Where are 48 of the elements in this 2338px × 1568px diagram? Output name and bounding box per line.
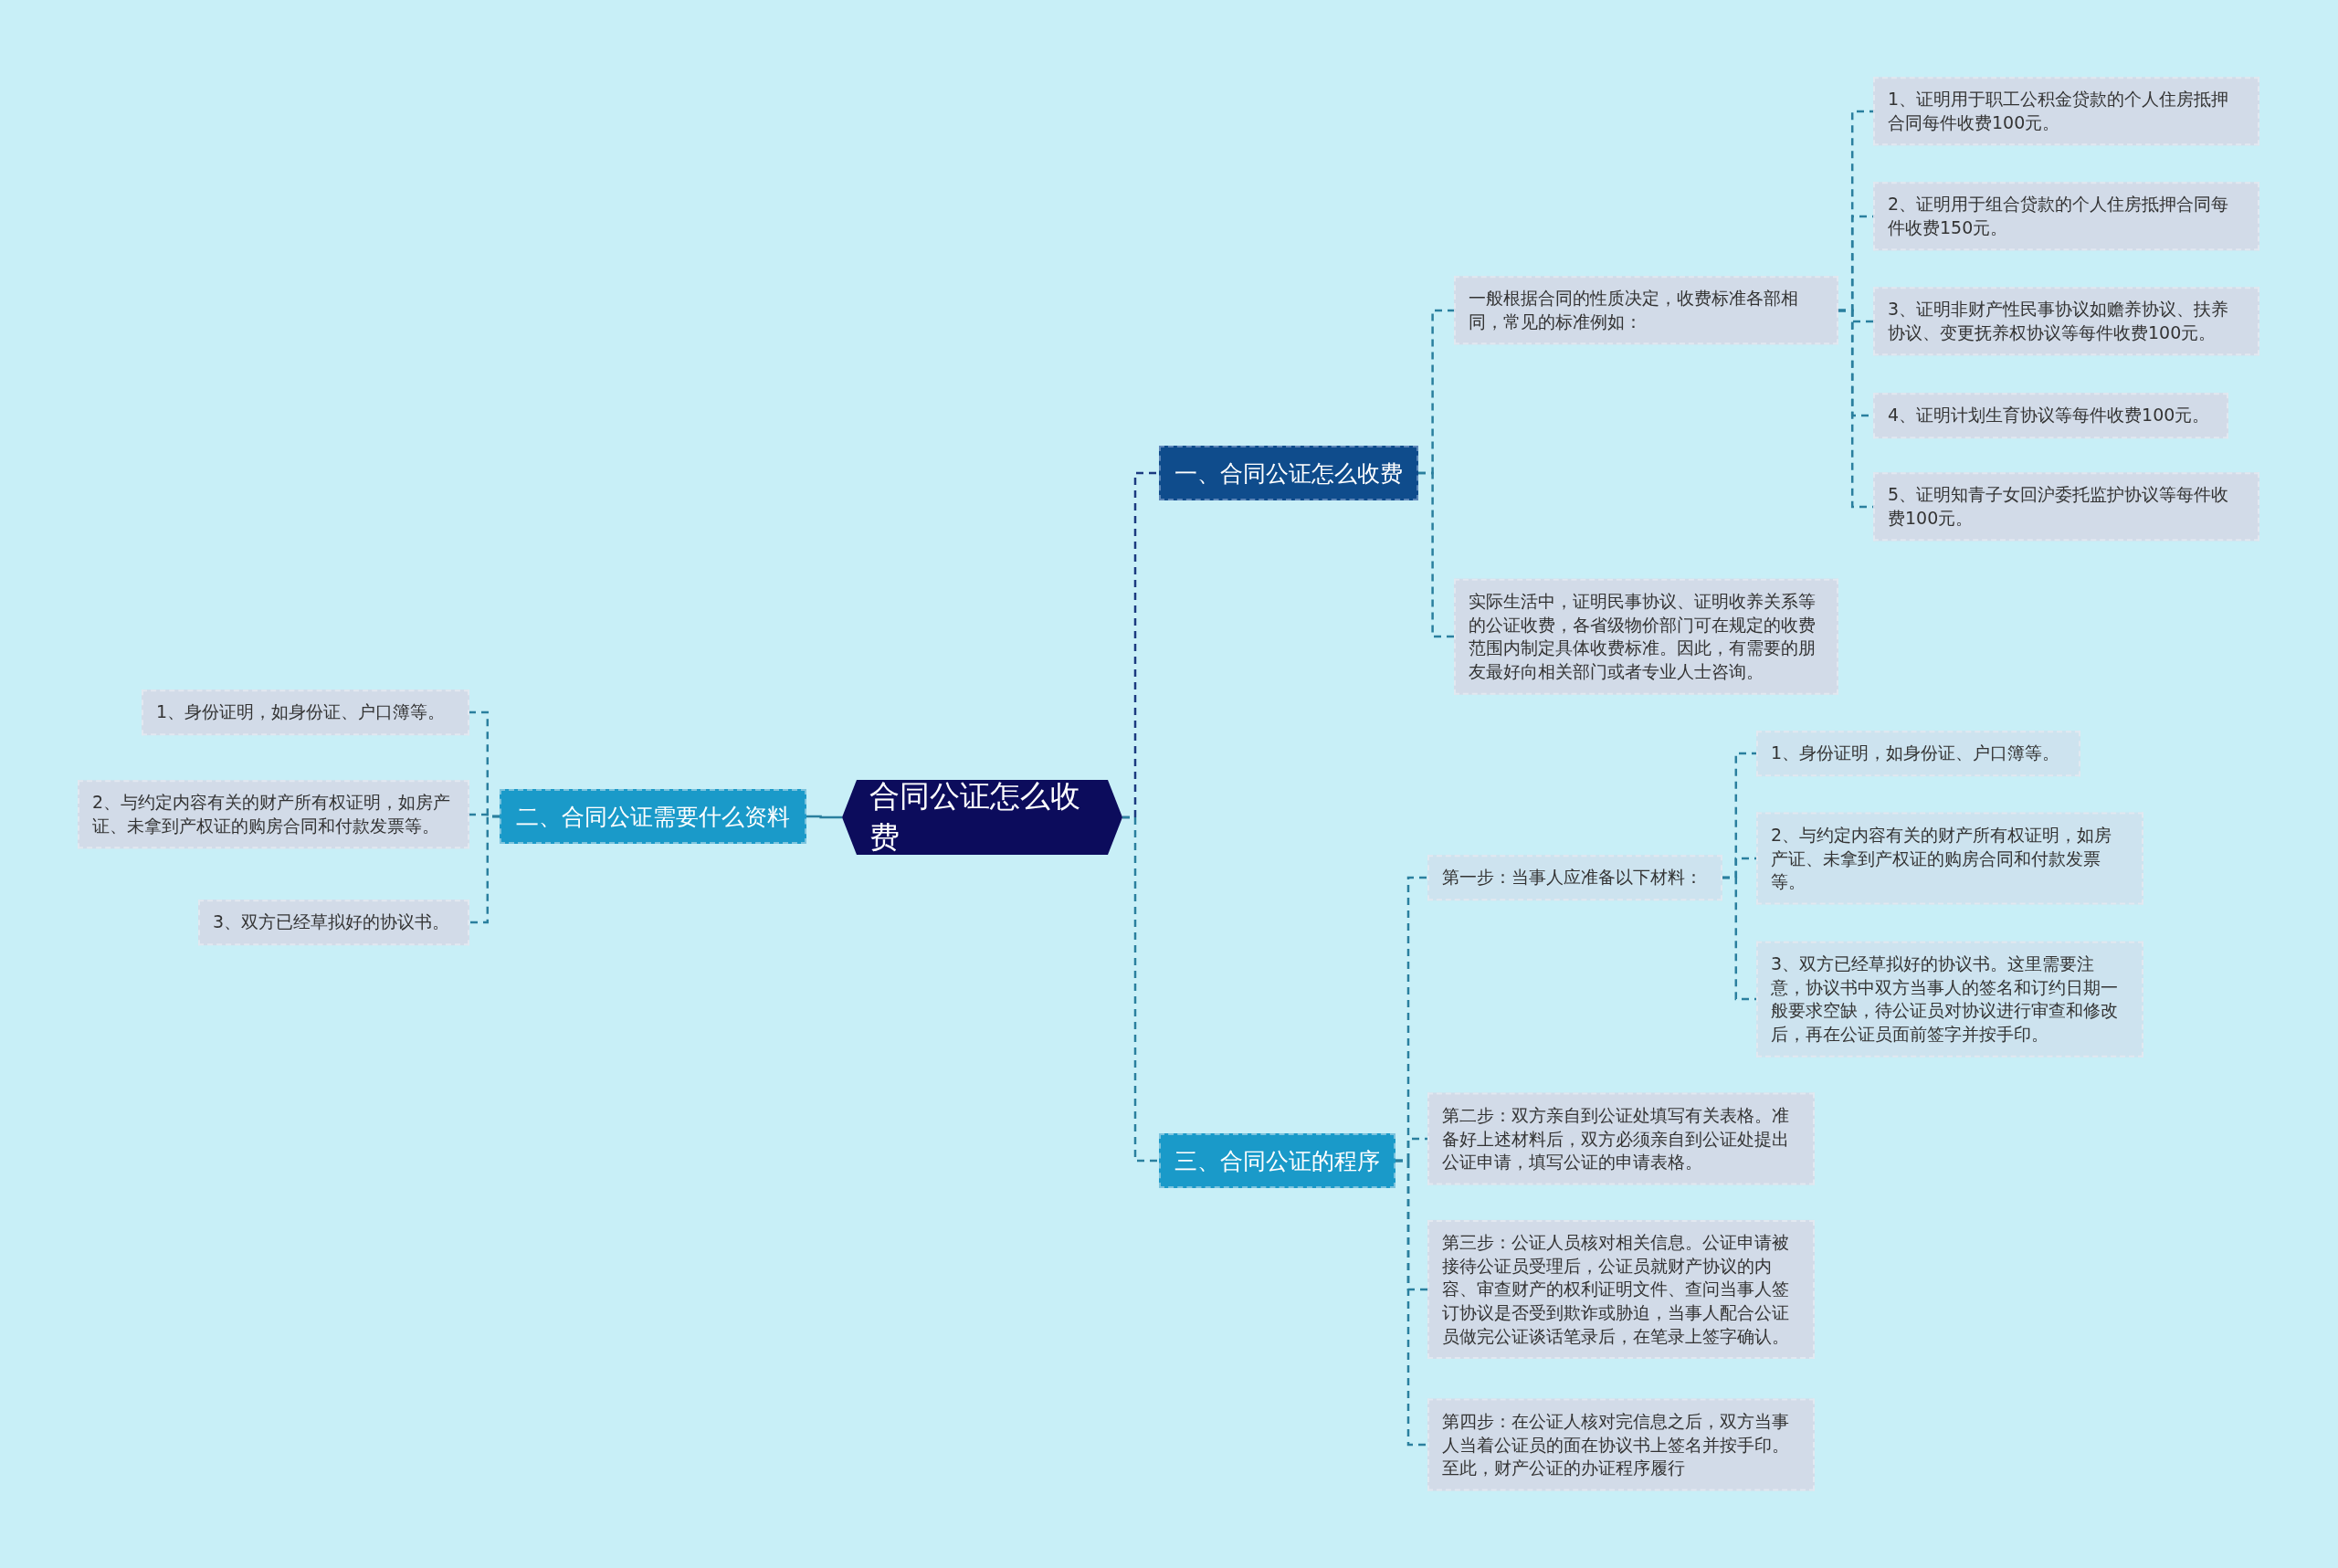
topic-text: 二、合同公证需要什么资料 <box>516 802 790 832</box>
topic-text: 2、与约定内容有关的财产所有权证明，如房产证、未拿到产权证的购房合同和付款发票等。 <box>1771 823 2113 893</box>
subtopic-box <box>1454 276 1838 345</box>
topic-text: 第三步：公证人员核对相关信息。公证申请被接待公证员受理后，公证员就财产协议的内容、审查财产的权利证明文件、查问当事人签订协议是否受到欺诈或胁迫，当事人配合公证员做完公证谈话笔录后，在笔录上签字确认。 <box>1442 1230 1790 1348</box>
branch-topic <box>1159 1133 1395 1188</box>
topic-text: 3、证明非财产性民事协议如赡养协议、扶养协议、变更抚养权协议等每件收费100元。 <box>1888 298 2230 344</box>
subtopic-box <box>78 780 469 849</box>
topic-text: 实际生活中，证明民事协议、证明收养关系等的公证收费，各省级物价部门可在规定的收费范围内制定具体收费标准。因此，有需要的朋友最好向相关部门或者专业人士咨询。 <box>1469 589 1817 683</box>
topic-text: 第四步：在公证人核对完信息之后，双方当事人当着公证员的面在协议书上签名并按手印。至此，财产公证的办证程序履行 <box>1442 1409 1790 1479</box>
topic-text: 1、身份证明，如身份证、户口簿等。 <box>1771 742 2060 765</box>
topic-text: 一、合同公证怎么收费 <box>1174 458 1403 489</box>
topic-text: 3、双方已经草拟好的协议书。 <box>213 910 450 934</box>
branch-topic <box>1159 446 1418 500</box>
connector-line <box>469 815 500 924</box>
subtopic-box <box>1427 1092 1815 1185</box>
topic-text: 5、证明知青子女回沪委托监护协议等每件收费100元。 <box>1888 483 2230 530</box>
topic-text: 合同公证怎么收费 <box>869 777 1081 857</box>
topic-text: 1、证明用于职工公积金贷款的个人住房抵押合同每件收费100元。 <box>1888 88 2230 134</box>
subtopic-box <box>1756 812 2143 905</box>
topic-text: 三、合同公证的程序 <box>1174 1146 1380 1176</box>
connector-line <box>1395 1159 1427 1447</box>
subtopic-box <box>1427 855 1722 900</box>
subtopic-box <box>1873 472 2259 542</box>
connector-line <box>1122 816 1159 1163</box>
topic-text: 1、身份证明，如身份证、户口簿等。 <box>156 700 446 724</box>
subtopic-box <box>1873 287 2259 356</box>
connector-line <box>1418 471 1454 638</box>
topic-text: 第二步：双方亲自到公证处填写有关表格。准备好上述材料后，双方必须亲自到公证处提出公证申请，填写公证的申请表格。 <box>1442 1103 1790 1173</box>
topic-text: 4、证明计划生育协议等每件收费100元。 <box>1888 404 2210 427</box>
subtopic-box <box>1873 393 2228 438</box>
subtopic-box <box>1756 731 2080 776</box>
topic-text: 2、与约定内容有关的财产所有权证明，如房产证、未拿到产权证的购房合同和付款发票等。 <box>92 791 452 837</box>
central-topic <box>842 780 1122 855</box>
topic-text: 2、证明用于组合贷款的个人住房抵押合同每件收费150元。 <box>1888 193 2230 239</box>
subtopic-box <box>142 689 469 735</box>
subtopic-box <box>1427 1398 1815 1491</box>
subtopic-box <box>1427 1219 1815 1360</box>
topic-text: 一般根据合同的性质决定，收费标准各部相同，常见的标准例如： <box>1469 287 1799 333</box>
subtopic-box <box>198 900 469 945</box>
subtopic-box <box>1873 77 2259 146</box>
topic-text: 3、双方已经草拟好的协议书。这里需要注意，协议书中双方当事人的签名和订约日期一般要求空缺，待公证员对协议进行审查和修改后，再在公证员面前签字并按手印。 <box>1771 952 2119 1046</box>
connector-line <box>1722 876 1756 1001</box>
topic-text: 第一步：当事人应准备以下材料： <box>1442 866 1702 889</box>
subtopic-box <box>1873 182 2259 251</box>
subtopic-box <box>1454 578 1838 695</box>
subtopic-box <box>1756 941 2143 1058</box>
branch-topic <box>500 789 806 844</box>
connector-line <box>806 815 842 819</box>
